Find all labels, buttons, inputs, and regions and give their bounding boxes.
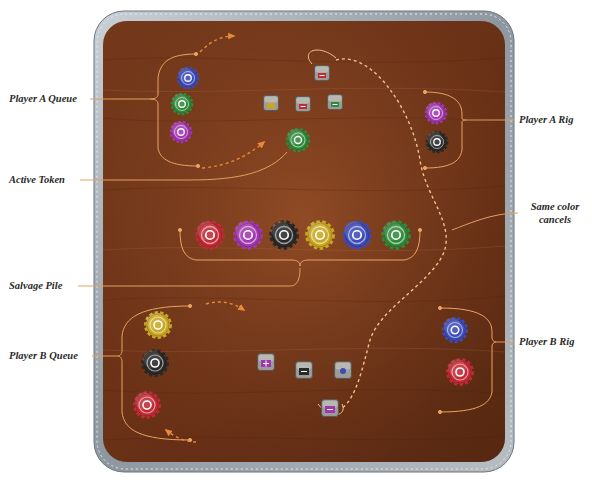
callout-label: Player B Rig (518, 335, 575, 348)
callout-label: Player A Rig (518, 113, 574, 126)
callout-label: Active Token (8, 173, 66, 186)
callout-label: Player A Queue (8, 92, 78, 105)
callout-label: Player B Queue (8, 349, 79, 362)
callout-label: Same color cancels (521, 200, 589, 226)
callout-label: Salvage Pile (8, 279, 63, 292)
